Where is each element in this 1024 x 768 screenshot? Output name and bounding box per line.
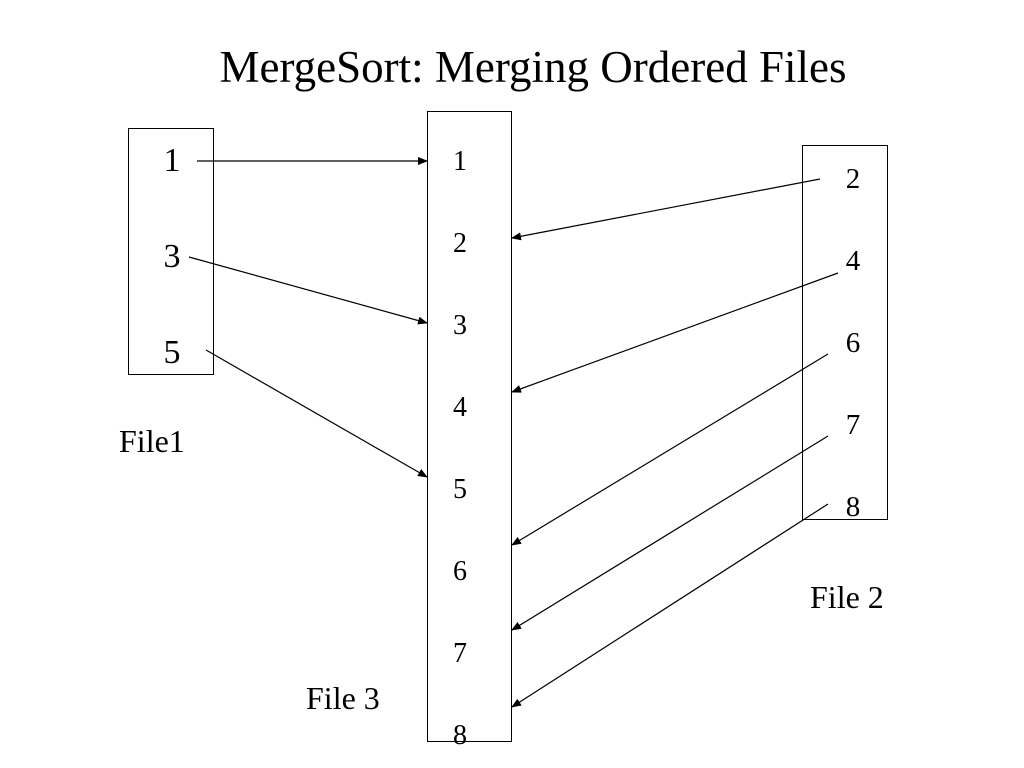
file2-value-2: 2 (845, 163, 861, 195)
file3-value-4: 4 (453, 392, 467, 423)
arrow-file2-8-to-file3-8 (511, 503, 829, 708)
arrow-file2-6-to-file3-6 (511, 353, 829, 546)
file2-label: File 2 (810, 579, 884, 615)
file2-box (802, 145, 888, 520)
file1-value-5: 5 (163, 334, 181, 371)
file3-box (427, 111, 512, 742)
file3-value-5: 5 (453, 474, 467, 505)
file1-value-1: 1 (163, 142, 181, 179)
file3-value-7: 7 (453, 638, 467, 669)
file1-label: File1 (119, 423, 185, 459)
file2-value-8: 8 (845, 491, 861, 523)
arrow-file1-3-to-file3-3 (188, 256, 428, 325)
file3-value-1: 1 (453, 146, 467, 177)
arrow-file2-7-to-file3-7 (511, 435, 829, 631)
file3-value-6: 6 (453, 556, 467, 587)
file3-value-3: 3 (453, 310, 467, 341)
arrow-file2-2-to-file3-2 (511, 178, 821, 241)
file2-value-6: 6 (845, 327, 861, 359)
slide-title: MergeSort: Merging Ordered Files (219, 42, 847, 92)
arrow-file2-4-to-file3-4 (511, 272, 839, 393)
file3-label: File 3 (306, 680, 380, 716)
file1-value-3: 3 (163, 238, 181, 275)
file2-value-7: 7 (845, 409, 861, 441)
file2-value-4: 4 (845, 245, 861, 277)
file1-box (128, 128, 214, 375)
file3-value-2: 2 (453, 228, 467, 259)
file3-value-8: 8 (453, 720, 467, 751)
arrow-file1-5-to-file3-5 (205, 349, 428, 478)
